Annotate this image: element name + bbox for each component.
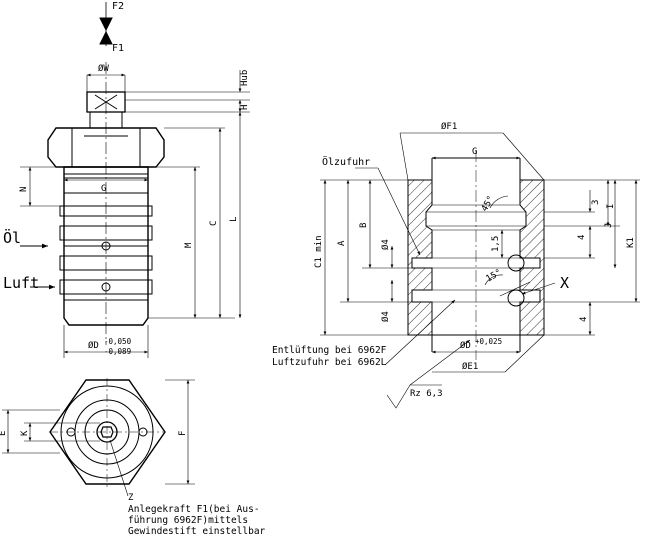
section-wall-left [407,179,433,336]
label-dim-4-top: 4 [577,235,587,240]
label-air: Luft [3,274,39,292]
label-dia4-top: Ø4 [380,239,391,250]
label-h: H [240,105,250,110]
label-b: B [359,223,369,228]
end-view [2,378,195,497]
label-g-right: G [472,147,477,157]
section-dimensions [320,132,640,409]
section-wall-right [519,179,545,336]
note-line-3: Gewindestift einstellbar [128,526,266,537]
label-dia-d-right: ØD [460,340,471,351]
label-venting: Entlüftung bei 6962F [272,345,387,356]
label-x: X [560,274,569,292]
label-dia-e1: ØE1 [462,361,478,372]
label-m: M [184,242,194,248]
label-dia4-bottom: Ø4 [380,311,391,322]
label-tol-lower: -0,089 [104,347,131,356]
label-tol-upper: -0,050 [104,337,132,346]
side-dimensions [20,70,250,358]
label-f1: F1 [112,43,124,54]
label-dim-4-bottom: 4 [579,317,589,322]
oil-port-circle [507,254,525,272]
label-e: E [0,431,8,436]
label-k1: K1 [626,237,636,248]
label-g: G [101,184,106,194]
body-grooves [59,205,153,301]
label-dia-w: ØW [98,63,109,74]
label-l: L [229,217,239,222]
air-port-circle [507,289,525,307]
label-a: A [337,240,347,246]
side-view [20,2,250,358]
note-line-1: Anlegekraft F1(bei Aus- [128,504,260,515]
label-angle-45: 45° [480,194,497,213]
label-n: N [19,187,29,192]
air-port [101,282,111,292]
label-dia-d: ØD [88,340,99,351]
label-air-supply: Luftzufuhr bei 6962L [272,357,387,368]
label-c1-min: C1 min [314,235,324,268]
label-oil-supply: Ölzufuhr [322,155,370,168]
note-line-2: führung 6962F)mittels [128,515,248,526]
label-hub: Hub [240,70,250,86]
roughness-symbol [386,384,442,409]
label-z: Z [128,493,134,503]
oil-port [101,241,111,251]
force-arrows [99,2,113,46]
label-c: C [209,221,219,226]
section-view [320,132,640,409]
label-f: F [178,431,188,436]
label-tol-right: +0,025 [475,337,502,346]
label-angle-15: 15° [485,268,504,285]
label-dim-1-5: 1,5 [491,236,501,252]
label-j: J [604,223,614,228]
label-dia-f1: ØF1 [441,121,457,132]
label-roughness: Rz 6,3 [410,389,443,399]
label-f2: F2 [112,1,124,12]
label-dim-3: 3 [591,200,601,205]
plunger-head [86,91,126,113]
label-i: I [606,204,616,209]
label-k: K [20,430,30,436]
end-dimensions [2,379,195,497]
label-oil: Öl [3,228,21,247]
